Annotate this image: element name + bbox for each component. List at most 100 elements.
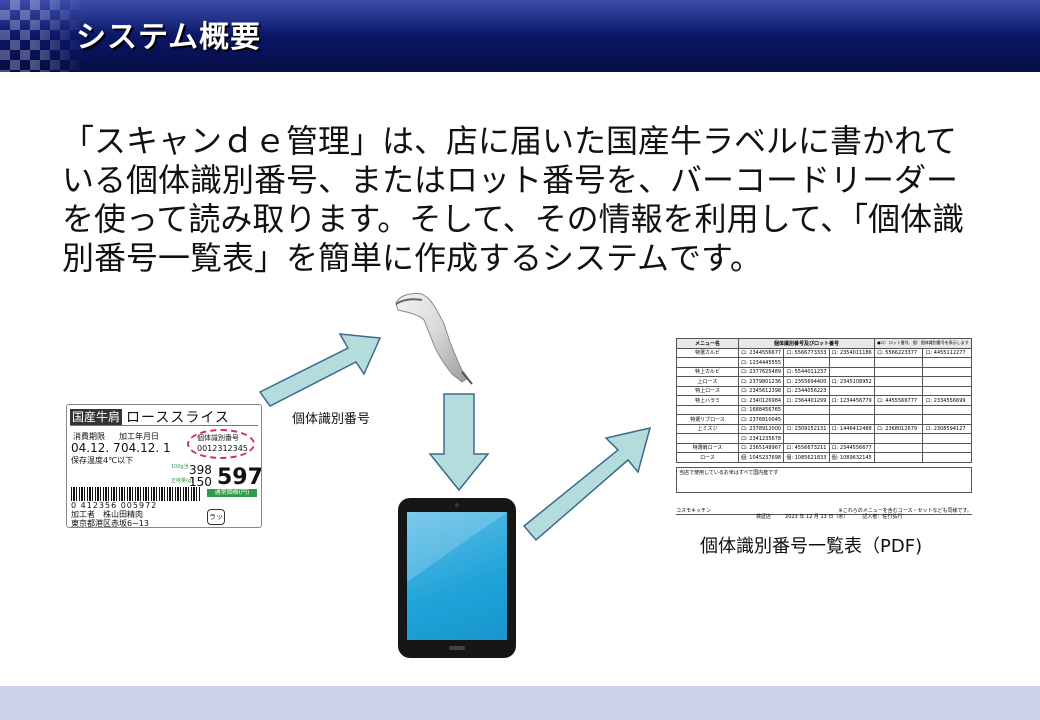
slide-footer-band (0, 686, 1040, 720)
doc-signature-line: 検証店 2023 年 12 月 13 日（水） 記入者：佐竹弘行 (756, 513, 972, 520)
id-list-number-cell: ロ: 2354011186 (828, 347, 875, 358)
id-list-number-cell: ロ: 2341235678 (737, 433, 785, 444)
id-list-number-cell: 個: 1085621833 (783, 452, 830, 463)
doc-footer-date: 2023 年 12 月 13 日（水） (785, 514, 849, 520)
tablet-camera (455, 503, 459, 507)
beef-label-image: 国産牛肩 ローススライス 消費期限 加工年月日 04.12. 7 04.12. … (66, 404, 262, 528)
id-list-number-cell: ロ: 2379801236 (737, 376, 785, 387)
tablet-screen (407, 512, 507, 640)
arrow-shape (522, 426, 652, 542)
id-list-number-cell (922, 385, 972, 396)
barcode-scanner-icon (395, 293, 473, 385)
header-shine (0, 0, 1040, 34)
id-list-row: ロ: 1688456765 (676, 404, 972, 415)
id-list-number-cell (828, 433, 875, 444)
id-list-number-cell (873, 366, 924, 377)
id-list-number-cell: ロ: 4455566777 (873, 395, 924, 406)
id-list-number-cell (783, 404, 830, 415)
id-list-menu-cell: 特上ハラミ (676, 395, 739, 406)
arrow-caption-id-number: 個体識別番号 (292, 412, 371, 427)
doc-note-box: 当店で使用しているお米はすべて国内産です (676, 466, 972, 493)
id-list-number-cell (828, 357, 875, 368)
document-caption: 個体識別番号一覧表（PDF) (700, 536, 923, 557)
id-list-number-cell (922, 442, 972, 453)
doc-footer-writer: 記入者：佐竹弘行 (862, 514, 903, 520)
id-list-menu-cell: 上ロース (676, 376, 739, 387)
label-expiry-label: 消費期限 (73, 432, 105, 441)
id-list-number-cell: ロ: 2308594127 (922, 423, 972, 434)
id-list-number-cell (873, 442, 924, 453)
label-storage: 保存温度4℃以下 (71, 456, 134, 465)
id-list-number-cell: ロ: 2368012679 (873, 423, 924, 434)
id-list-number-cell (873, 414, 924, 425)
arrow-scanner-to-tablet (428, 393, 490, 492)
label-unit-price: 398 (189, 463, 212, 477)
label-tax-note: 通常価格(円) (207, 489, 257, 497)
label-heading: 国産牛肩 ローススライス (70, 408, 258, 426)
id-list-menu-cell: 特上ロース (676, 385, 739, 396)
label-price: 597 (217, 465, 262, 490)
tablet-icon (398, 498, 516, 658)
id-list-number-cell (783, 414, 830, 425)
id-list-number-cell (922, 414, 972, 425)
label-cut-name: ロース (126, 409, 171, 426)
label-processor: 加工者 株山田精肉 (71, 510, 143, 519)
label-processed-date: 04.12. 1 (121, 441, 171, 455)
id-list-header-row: メニュー名 個体識別番号及びロット番号 ●ロ：ロット番号、個：個体識別番号を表示… (676, 338, 973, 349)
id-list-number-cell (873, 385, 924, 396)
label-weight-label: 正味量(g) (171, 478, 194, 484)
id-list-number-cell: ロ: 5566773333 (783, 347, 830, 358)
label-wrap-mark: ラップ PE (207, 509, 225, 525)
label-id-highlight: 個体識別番号 0012312345 (187, 429, 255, 459)
label-id-number: 0012312345 (197, 444, 248, 453)
label-weight: 150 (189, 475, 212, 489)
label-name: ローススライス (126, 407, 230, 427)
arrow-shape (258, 333, 382, 407)
id-list-menu-cell: 上ミスジ (676, 423, 739, 434)
id-list-menu-cell: ロース (676, 452, 739, 463)
id-list-row: 特選リブロースロ: 2376810045 (676, 414, 972, 425)
id-list-number-cell: ロ: 1234456779 (828, 395, 875, 406)
tablet-home-button (449, 646, 465, 650)
id-list-menu-cell: 特選肩ロース (676, 442, 739, 453)
id-list-number-cell (922, 433, 972, 444)
arrow-label-to-scanner (258, 333, 382, 407)
id-list-number-cell (828, 414, 875, 425)
id-list-number-cell (873, 433, 924, 444)
id-list-menu-cell (676, 357, 739, 368)
header-note: ●ロ：ロット番号、個：個体識別番号を表示します (873, 338, 973, 349)
id-list-number-cell (828, 404, 875, 415)
id-list-number-cell: ロ: 2365148967 (737, 442, 785, 453)
slide-title: システム概要 (76, 20, 262, 55)
id-list-number-cell (922, 357, 972, 368)
id-list-number-cell (783, 357, 830, 368)
id-list-number-cell: ロ: 2344556677 (737, 347, 785, 358)
id-list-number-cell (922, 404, 972, 415)
label-cut-style: スライス (170, 409, 230, 426)
id-list-menu-cell (676, 404, 739, 415)
id-list-number-cell: ロ: 2344556677 (828, 442, 875, 453)
id-list-menu-cell (676, 433, 739, 444)
id-list-number-cell: 個: 1045237698 (737, 452, 785, 463)
header-checker-pattern (0, 0, 84, 72)
id-list-number-cell: ロ: 4455112277 (922, 347, 972, 358)
id-list-number-cell (873, 357, 924, 368)
label-processed-label: 加工年月日 (119, 432, 159, 441)
id-list-number-cell: ロ: 2377625489 (737, 366, 785, 377)
id-list-row: ロ: 2341235678 (676, 433, 972, 444)
id-list-number-cell: ロ: 2355694400 (783, 376, 830, 387)
doc-footer-left: コスモキッチン (676, 508, 712, 514)
id-list-number-cell: ロ: 2376810045 (737, 414, 785, 425)
id-list-number-cell: ロ: 2364401299 (783, 395, 830, 406)
id-list-number-cell: ロ: 5566223377 (873, 347, 924, 358)
id-list-number-cell (873, 376, 924, 387)
id-list-number-cell: ロ: 5544011237 (783, 366, 830, 377)
label-expiry-date: 04.12. 7 (71, 441, 121, 455)
id-list-number-cell: ロ: 2334556699 (922, 395, 972, 406)
id-list-number-cell (828, 385, 875, 396)
id-list-number-cell (873, 452, 924, 463)
id-list-number-cell (922, 376, 972, 387)
